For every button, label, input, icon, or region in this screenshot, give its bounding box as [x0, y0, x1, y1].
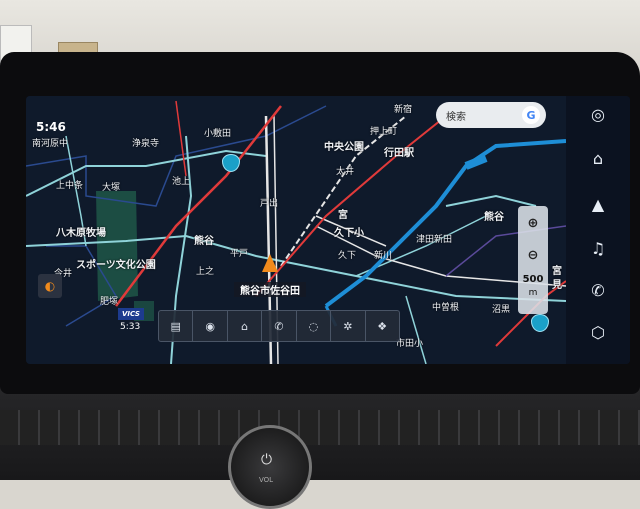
map-label: 久下小	[334, 228, 364, 239]
map-label: 中曽根	[432, 303, 460, 313]
map-label: 熊谷	[194, 236, 214, 247]
map-label: 宮	[338, 210, 348, 221]
settings-button[interactable]: ✲	[331, 311, 366, 341]
search-button[interactable]: 検索 G	[436, 102, 546, 128]
google-icon: G	[522, 106, 540, 124]
map-label: 新宿	[394, 105, 413, 115]
map-scale-value: 500	[522, 274, 544, 285]
map-menu-button[interactable]: ▤	[159, 311, 194, 341]
apps-button[interactable]: ⬡	[586, 320, 610, 344]
map-label: 小敷田	[204, 129, 232, 139]
compass-button[interactable]: ◐	[38, 274, 62, 298]
phone-button[interactable]: ✆	[586, 278, 610, 302]
air-vent	[0, 410, 640, 445]
vics-time: 5:33	[120, 322, 141, 332]
zoom-out-icon: ⊖	[527, 247, 539, 263]
clock-display: 5:46	[36, 120, 66, 134]
zoom-control: ⊕ ⊖ 500 m	[518, 206, 548, 314]
search-label: 検索	[446, 111, 466, 123]
navigation-sidebar-button[interactable]: ▲	[586, 192, 610, 216]
map-label: 今井	[54, 269, 73, 279]
phone-route-icon: ✆	[274, 319, 284, 333]
map-label: 市田小	[396, 339, 424, 349]
map-menu-icon: ▤	[170, 319, 181, 333]
voice-icon: ◌	[308, 319, 319, 333]
map-label: 新川	[374, 251, 393, 261]
map-label: 浄泉寺	[132, 139, 160, 149]
zoom-in-button[interactable]: ⊕	[522, 212, 544, 234]
route-shield-icon	[222, 154, 240, 172]
navigation-button[interactable]: ◉	[193, 311, 228, 341]
traffic-button[interactable]: ❖	[366, 311, 399, 341]
phone-icon: ✆	[591, 280, 605, 300]
apps-cube-icon: ⬡	[591, 322, 605, 342]
map-label: 上之	[196, 267, 215, 277]
music-button[interactable]: ♫	[586, 236, 610, 260]
map-label: 八木原牧場	[56, 228, 106, 239]
map-label: 肥塚	[100, 297, 119, 307]
map-label: 久下	[338, 251, 357, 261]
map-label: 行田駅	[384, 148, 414, 159]
compass-icon: ◐	[44, 279, 56, 293]
map-toolbar: ▤ ◉ ⌂ ✆ ◌ ✲ ❖	[158, 310, 400, 342]
infotainment-screen: 5:46 南河原中 浄泉寺 小敷田 中央公園 押上町 行田駅 新宿 上中条 大塚…	[26, 96, 630, 364]
zoom-out-button[interactable]: ⊖	[522, 244, 544, 266]
music-icon: ♫	[590, 238, 606, 258]
phone-route-button[interactable]: ✆	[262, 311, 297, 341]
map-scale-unit: m	[528, 288, 538, 298]
map-label: 津田新田	[416, 235, 453, 245]
map-label: 沼黒	[492, 305, 511, 315]
traffic-icon: ❖	[377, 319, 388, 333]
current-place-label: 熊谷市佐谷田	[234, 282, 306, 297]
map-label: 押上町	[370, 127, 398, 137]
vol-label: VOL	[259, 476, 274, 484]
destination-button[interactable]: ⌂	[228, 311, 263, 341]
map-label: 宮	[552, 266, 562, 277]
map-label: 熊谷	[484, 212, 504, 223]
power-icon: ⏻	[261, 452, 273, 468]
zoom-in-icon: ⊕	[527, 215, 539, 231]
navigation-arrow-icon: ▲	[591, 194, 605, 214]
voice-button[interactable]: ◌	[297, 311, 332, 341]
map-label: 見	[552, 280, 562, 291]
vics-badge: VICS	[118, 308, 144, 320]
map-label: 平戸	[230, 249, 249, 259]
map-label: 池上	[172, 177, 191, 187]
map-label: 太井	[336, 167, 355, 177]
home-button[interactable]: ⌂	[586, 146, 610, 170]
map-label: 戸出	[260, 199, 279, 209]
home-icon: ⌂	[592, 148, 604, 168]
map-label: 南河原中	[32, 139, 69, 149]
volume-knob[interactable]: ⏻ VOL	[228, 425, 312, 509]
navigation-icon: ◉	[205, 319, 215, 333]
assistant-icon: ◎	[591, 104, 605, 124]
map-label: 上中条	[56, 181, 84, 191]
quick-access-sidebar: ◎ ⌂ ▲ ♫ ✆ ⬡	[566, 96, 630, 364]
assistant-button[interactable]: ◎	[586, 102, 610, 126]
map-label: 大塚	[102, 183, 121, 193]
map-label: 中央公園	[324, 142, 364, 153]
current-location-arrow-icon	[262, 254, 278, 272]
map-label: スポーツ文化公園	[76, 260, 156, 271]
destination-icon: ⌂	[241, 319, 249, 333]
settings-icon: ✲	[343, 319, 353, 333]
route-shield-icon	[531, 314, 549, 332]
